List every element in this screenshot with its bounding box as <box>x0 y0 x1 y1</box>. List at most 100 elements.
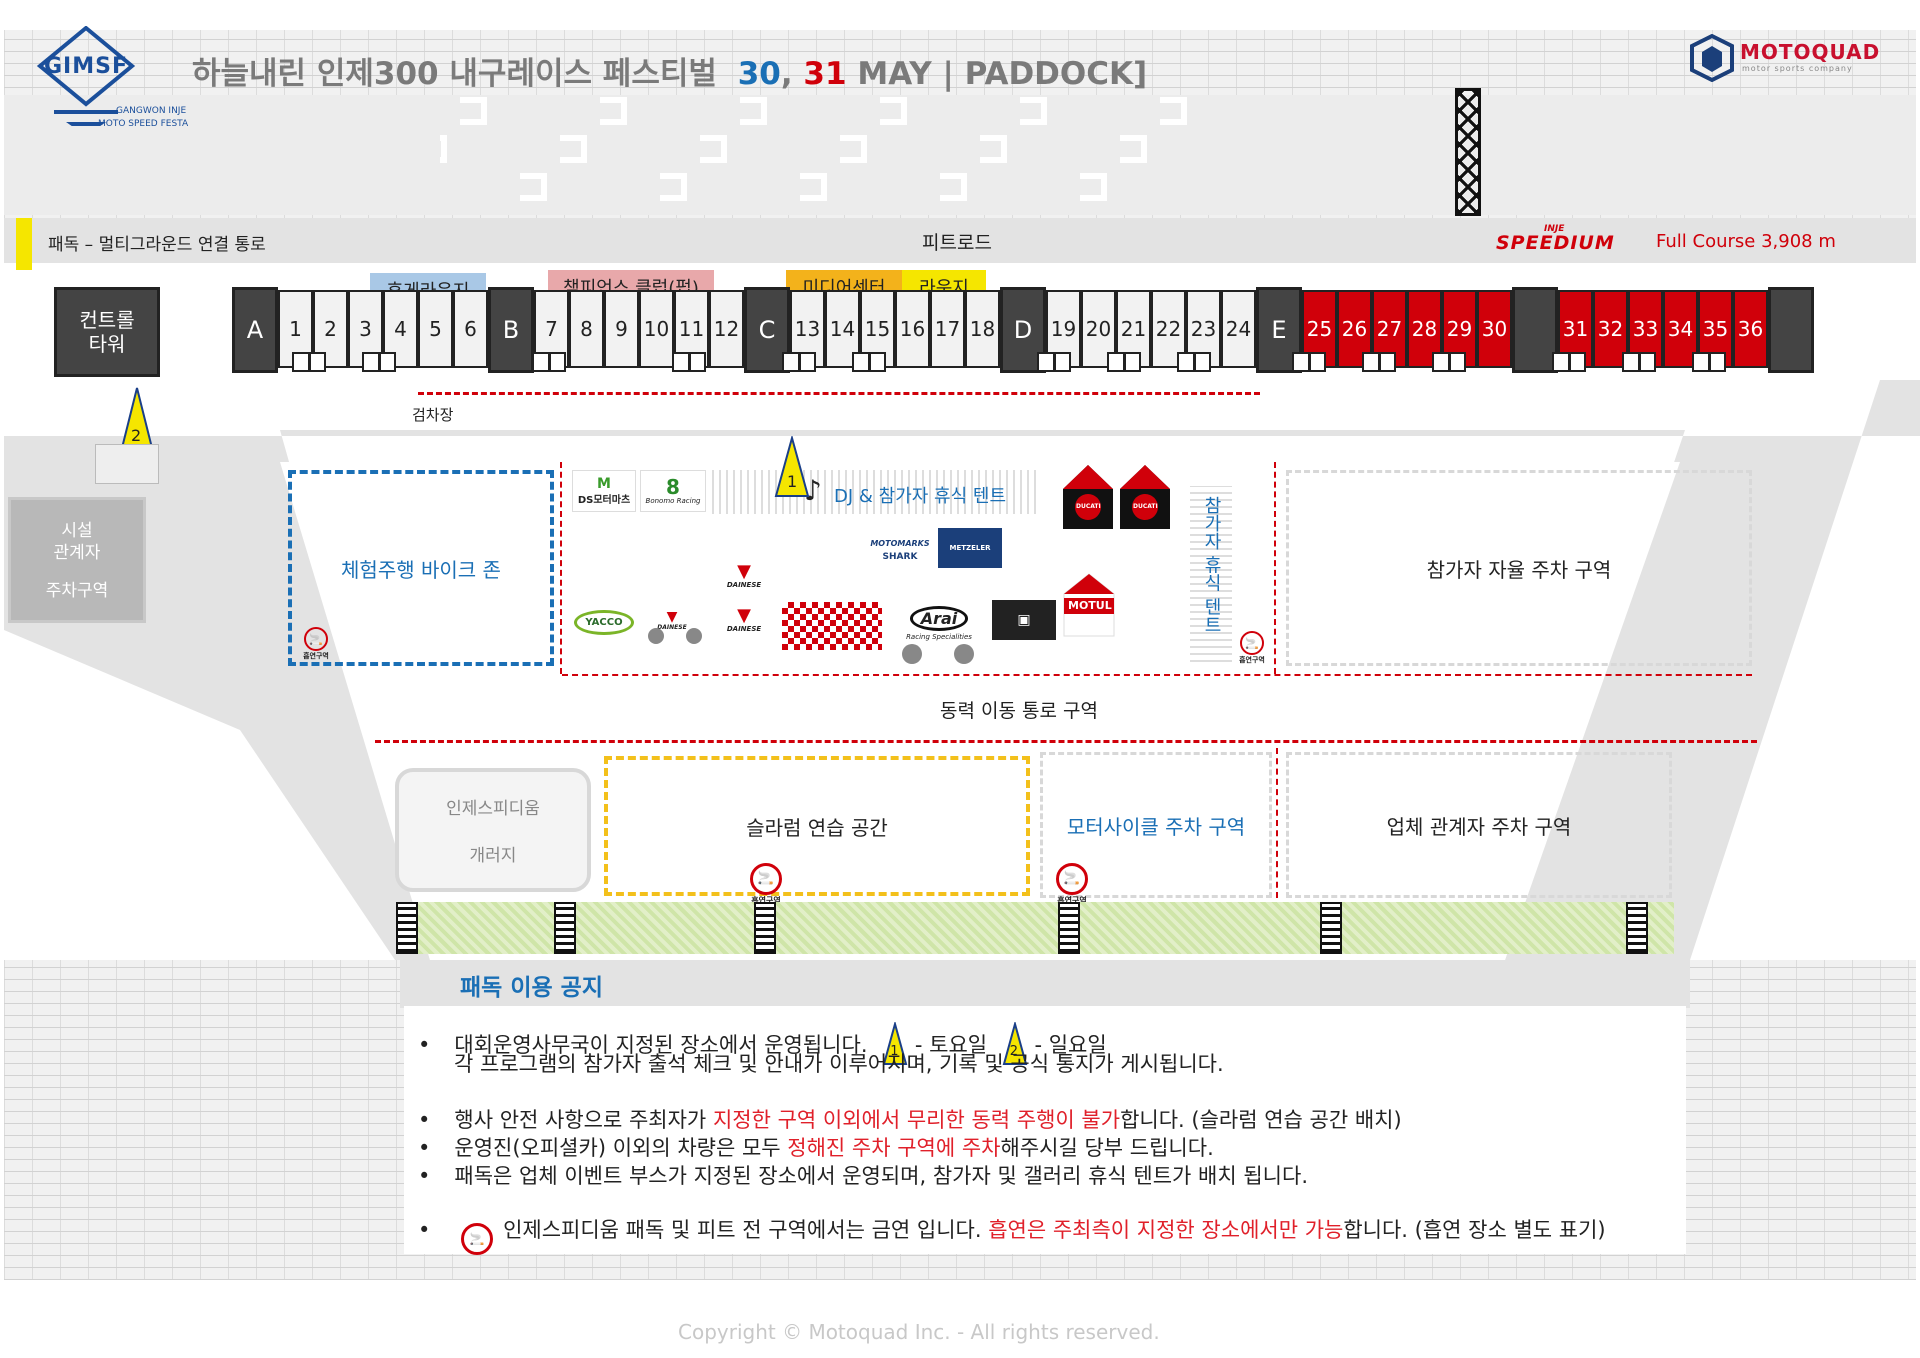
seat-shape <box>1080 173 1107 201</box>
vendor-parking-label: 업체 관계자 주차 구역 <box>1386 814 1572 839</box>
motomarks-label: MOTOMARKS <box>870 538 930 548</box>
notice-l3-a: 운영진(오피셜카) 이외의 차량은 모두 <box>454 1136 788 1160</box>
bench <box>396 902 418 954</box>
notice-l3-b: 해주시길 당부 드립니다. <box>1000 1136 1214 1160</box>
yacco-booth: YACCO <box>572 604 636 640</box>
facility-parking-label-1: 시설 관계자 <box>53 520 101 563</box>
speedium-logo: INJE SPEEDIUM <box>1490 224 1640 256</box>
dj-tent-label: DJ & 참가자 휴식 텐트 <box>834 486 1007 507</box>
notice-l3-red: 정해진 주차 구역에 주차 <box>787 1136 1001 1160</box>
dainese-booth-3: ▼ DAINESE <box>640 600 704 640</box>
marker-1-label: 1 <box>787 472 798 491</box>
checkered-tent <box>782 602 882 650</box>
power-lane-divider <box>375 740 1757 743</box>
yacco-label: YACCO <box>574 609 634 635</box>
pit-box-12: 12 <box>709 290 744 368</box>
notice-line-3: •운영진(오피셜카) 이외의 차량은 모두 정해진 주차 구역에 주차해주시길 … <box>418 1132 1214 1162</box>
notice-line-5: • 🚬인제스피디움 패독 및 피트 전 구역에서는 금연 입니다. 흡연은 주최… <box>418 1214 1606 1255</box>
notice-line-1: •대회운영사무국이 지정된 장소에서 운영됩니다. 1 - 토요일 2 - 일요… <box>418 1020 1107 1066</box>
pit-marker-squares <box>1692 352 1726 372</box>
seat-shape <box>1120 135 1147 163</box>
seat-shape <box>1160 97 1187 125</box>
metzeler-booth: METZELER <box>938 528 1002 568</box>
notice-l2-b: 합니다. (슬라럼 연습 공간 배치) <box>1120 1108 1402 1132</box>
dj-tent: ♪ DJ & 참가자 휴식 텐트 <box>712 470 1036 514</box>
seat-shape <box>880 97 907 125</box>
title-day2: 31 <box>803 56 847 92</box>
dainese-wheel-1 <box>648 628 664 644</box>
bike-zone-label: 체험주행 바이크 존 <box>341 557 501 582</box>
arai-wheel-1 <box>902 644 922 664</box>
rest-tent-label: 참가자 휴식 텐트 <box>1201 496 1222 634</box>
notice-l4: 패독은 업체 이벤트 부스가 지정된 장소에서 운영되며, 참가자 및 갤러리 … <box>454 1164 1308 1188</box>
power-lane-label: 동력 이동 통로 구역 <box>940 700 1098 722</box>
seat-shape <box>980 135 1007 163</box>
smoking-icon: 🚬 <box>1056 862 1088 895</box>
smoking-area-2: 🚬 흡연구역 <box>1232 628 1272 668</box>
dainese-label-2: DAINESE <box>726 625 762 633</box>
connector-label: 패독 – 멀티그라운드 연결 통로 <box>48 235 266 255</box>
pit-road-strip <box>4 218 1916 263</box>
pit-box-34: 34 <box>1663 290 1698 368</box>
pit-marker-squares <box>1552 352 1586 372</box>
control-tower: 컨트롤 타워 <box>54 287 160 377</box>
motoquad-logo-sub: motor sports company <box>1742 64 1853 73</box>
inspection-label: 검차장 <box>412 406 454 424</box>
moto-parking-label: 모터사이클 주차 구역 <box>1066 814 1246 839</box>
dainese-booth-2: ▼ DAINESE <box>712 600 776 640</box>
dainese-wheel-2 <box>686 628 702 644</box>
pit-box-24: 24 <box>1221 290 1256 368</box>
bench <box>554 902 576 954</box>
paddock-road-shape <box>4 380 1920 960</box>
smoking-label-2: 흡연구역 <box>1239 656 1265 664</box>
pit-marker-squares <box>1362 352 1396 372</box>
notice-l1-a: 대회운영사무국이 지정된 장소에서 운영됩니다. <box>454 1033 868 1057</box>
dainese-icon: ▼ <box>666 608 678 625</box>
motomarks-booth: MOTOMARKS SHARK <box>868 530 932 570</box>
seat-shape <box>600 97 627 125</box>
slalom-label: 슬라럼 연습 공간 <box>746 815 888 840</box>
pit-box-32: 32 <box>1593 290 1628 368</box>
arai-sub-label: Racing Specialities <box>906 632 972 641</box>
seat-shape <box>840 135 867 163</box>
ducati-label-1: DUCATI <box>1076 503 1101 510</box>
notice-l5-a: 인제스피디움 패독 및 피트 전 구역에서는 금연 입니다. <box>503 1218 989 1242</box>
notice-line-1b: 각 프로그램의 참가자 출석 체크 및 안내가 이루어지며, 기록 및 공식 통… <box>454 1052 1224 1076</box>
ds-label: DS모터마츠 <box>577 494 631 506</box>
speedium-gallery: 인제스피디움 개러지 <box>395 768 591 892</box>
pit-box-16: 16 <box>895 290 930 368</box>
ds-icon: M <box>597 475 611 492</box>
pit-box-28: 28 <box>1407 290 1442 368</box>
seat-shape <box>460 97 487 125</box>
marker-1-top: 1 <box>774 434 810 498</box>
smoking-icon: 🚬 <box>1240 631 1264 655</box>
notice-header-band <box>400 960 1690 1008</box>
gallery-label-2: 개러지 <box>469 846 517 866</box>
dark-booth: ▣ <box>992 600 1056 640</box>
dainese-icon: ▼ <box>737 561 751 582</box>
pit-box-8: 8 <box>569 290 604 368</box>
shark-label: SHARK <box>882 551 918 562</box>
bonomo-label: Bonomo Racing <box>645 497 701 505</box>
bullet: • <box>418 1033 431 1057</box>
bullet: • <box>418 1108 431 1132</box>
copyright: Copyright © Motoquad Inc. - All rights r… <box>678 1320 1160 1344</box>
dainese-booth-1: ▼ DAINESE <box>712 556 776 596</box>
smoking-label-3: 흡연구역 <box>751 895 781 905</box>
motoquad-logo-text: MOTOQUAD <box>1740 40 1881 64</box>
smoking-area-4: 🚬 흡연구역 <box>1048 860 1096 908</box>
title-day1: 30 <box>737 56 781 92</box>
gimsf-logo-sub2: MOTO SPEED FESTA <box>98 119 189 129</box>
paddock-horizontal-divider <box>562 674 1752 676</box>
metzeler-label: METZELER <box>949 544 991 552</box>
notice-l5-b: 합니다. (흡연 장소 별도 표기) <box>1343 1218 1606 1242</box>
connector-marker <box>16 218 32 270</box>
smoking-label-4: 흡연구역 <box>1057 895 1087 905</box>
bike-experience-zone: 체험주행 바이크 존 <box>288 470 554 666</box>
notice-l2-a: 행사 안전 사항으로 주최자가 <box>454 1108 713 1132</box>
notice-l1-sun: - 일요일 <box>1034 1033 1107 1057</box>
title-rest: MAY | PADDOCK] <box>857 56 1148 92</box>
seat-shape <box>800 173 827 201</box>
notice-l1-sat: - 토요일 <box>914 1033 988 1057</box>
